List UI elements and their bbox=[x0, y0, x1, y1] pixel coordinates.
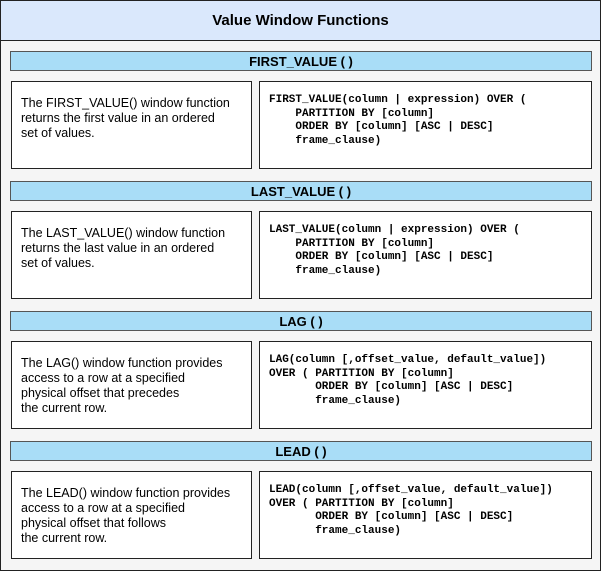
description-line: returns the last value in an ordered bbox=[21, 241, 215, 255]
description-lead: The LEAD() window function provides acce… bbox=[11, 471, 252, 559]
syntax-line: LEAD(column [,offset_value, default_valu… bbox=[269, 484, 553, 496]
syntax-line: ORDER BY [column] [ASC | DESC] bbox=[269, 121, 494, 133]
syntax-line: FIRST_VALUE(column | expression) OVER ( bbox=[269, 94, 527, 106]
syntax-line: PARTITION BY [column] bbox=[269, 237, 435, 250]
diagram-title: Value Window Functions bbox=[1, 1, 600, 41]
syntax-lead: LEAD(column [,offset_value, default_valu… bbox=[259, 471, 592, 559]
description-line: The FIRST_VALUE() window function bbox=[21, 96, 230, 110]
section-header-last-value: LAST_VALUE ( ) bbox=[10, 181, 592, 201]
syntax-line: frame_clause) bbox=[269, 264, 382, 277]
description-line: physical offset that precedes bbox=[21, 386, 180, 400]
description-line: The LAG() window function provides bbox=[21, 356, 223, 370]
section-header-first-value: FIRST_VALUE ( ) bbox=[10, 51, 592, 71]
description-line: set of values. bbox=[21, 126, 95, 140]
section-header-lead: LEAD ( ) bbox=[10, 441, 592, 461]
syntax-line: frame_clause) bbox=[269, 134, 382, 147]
syntax-line: OVER ( PARTITION BY [column] bbox=[269, 497, 454, 510]
syntax-line: LAG(column [,offset_value, default_value… bbox=[269, 354, 547, 366]
description-line: returns the first value in an ordered bbox=[21, 111, 215, 125]
syntax-line: ORDER BY [column] [ASC | DESC] bbox=[269, 251, 494, 263]
syntax-line: ORDER BY [column] [ASC | DESC] bbox=[269, 511, 514, 523]
description-line: The LEAD() window function provides bbox=[21, 486, 231, 500]
syntax-line: ORDER BY [column] [ASC | DESC] bbox=[269, 381, 514, 393]
syntax-lag: LAG(column [,offset_value, default_value… bbox=[259, 341, 592, 429]
syntax-first-value: FIRST_VALUE(column | expression) OVER ( … bbox=[259, 81, 592, 169]
description-last-value: The LAST_VALUE() window function returns… bbox=[11, 211, 252, 299]
description-line: access to a row at a specified bbox=[21, 501, 185, 515]
syntax-line: frame_clause) bbox=[269, 394, 402, 407]
description-lag: The LAG() window function provides acces… bbox=[11, 341, 252, 429]
description-line: access to a row at a specified bbox=[21, 371, 185, 385]
description-line: The LAST_VALUE() window function bbox=[21, 226, 226, 240]
description-line: set of values. bbox=[21, 256, 95, 270]
syntax-line: LAST_VALUE(column | expression) OVER ( bbox=[269, 224, 520, 236]
syntax-line: OVER ( PARTITION BY [column] bbox=[269, 367, 454, 380]
description-line: the current row. bbox=[21, 531, 108, 545]
description-line: physical offset that follows bbox=[21, 516, 166, 530]
description-line: the current row. bbox=[21, 401, 108, 415]
description-first-value: The FIRST_VALUE() window function return… bbox=[11, 81, 252, 169]
section-header-lag: LAG ( ) bbox=[10, 311, 592, 331]
syntax-line: PARTITION BY [column] bbox=[269, 107, 435, 120]
syntax-last-value: LAST_VALUE(column | expression) OVER ( P… bbox=[259, 211, 592, 299]
syntax-line: frame_clause) bbox=[269, 524, 402, 537]
